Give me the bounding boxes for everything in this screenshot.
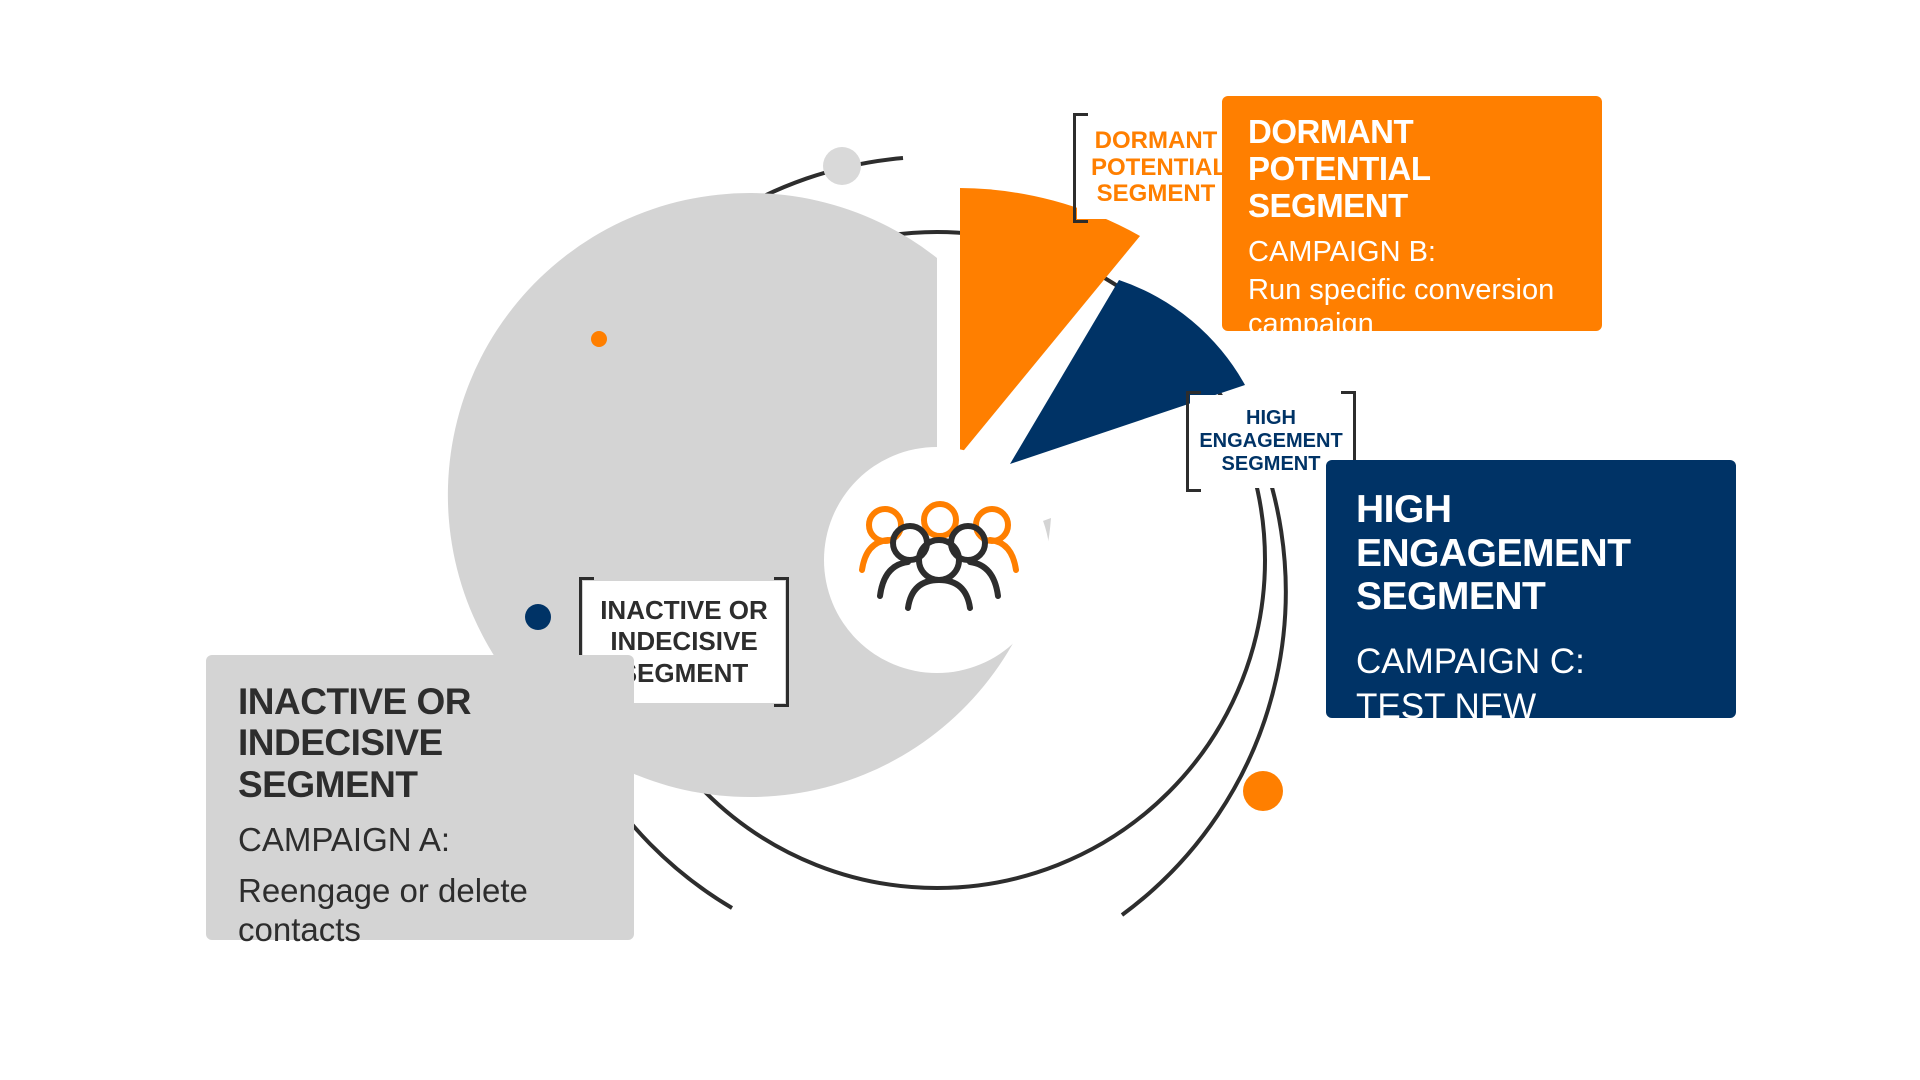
- bracket-right: [774, 577, 789, 707]
- card-inactive: INACTIVE OR INDECISIVE SEGMENT CAMPAIGN …: [206, 655, 634, 948]
- card-high-campaign: CAMPAIGN C:: [1356, 642, 1585, 682]
- dot-orange-large: [1243, 771, 1283, 811]
- tag-inactive-text: INACTIVE OR INDECISIVE SEGMENT: [600, 595, 768, 688]
- dot-orange-small: [591, 331, 607, 347]
- center-circle: [824, 447, 1050, 673]
- tag-dormant: DORMANT POTENTIAL SEGMENT: [1073, 113, 1239, 223]
- tag-high: HIGH ENGAGEMENT SEGMENT: [1186, 391, 1356, 492]
- people-group-icon: [859, 501, 1019, 611]
- card-high: HIGH ENGAGEMENT SEGMENT CAMPAIGN C: TEST…: [1326, 460, 1736, 768]
- card-high-description: TEST NEW MESSAGING: [1356, 687, 1568, 768]
- card-dormant: DORMANT POTENTIAL SEGMENT CAMPAIGN B: Ru…: [1222, 96, 1602, 340]
- bracket-left: [1073, 113, 1088, 223]
- card-inactive-description: Reengage or delete contacts: [238, 872, 528, 949]
- card-dormant-campaign: CAMPAIGN B:: [1248, 235, 1436, 268]
- card-dormant-description: Run specific conversion campaign: [1248, 274, 1555, 341]
- card-dormant-title: DORMANT POTENTIAL SEGMENT: [1248, 113, 1430, 224]
- card-inactive-title: INACTIVE OR INDECISIVE SEGMENT: [238, 681, 471, 805]
- sector-dormant: [960, 188, 1140, 455]
- card-inactive-campaign: CAMPAIGN A:: [238, 821, 451, 859]
- card-high-title: HIGH ENGAGEMENT SEGMENT: [1356, 488, 1631, 619]
- dot-navy: [525, 604, 551, 630]
- tag-inactive: INACTIVE OR INDECISIVE SEGMENT: [579, 577, 789, 707]
- dot-gray: [823, 147, 861, 185]
- bracket-left: [1186, 391, 1201, 492]
- tag-dormant-text: DORMANT POTENTIAL SEGMENT: [1091, 127, 1227, 208]
- tag-high-text: HIGH ENGAGEMENT SEGMENT: [1199, 407, 1343, 475]
- sector-high: [1010, 280, 1245, 464]
